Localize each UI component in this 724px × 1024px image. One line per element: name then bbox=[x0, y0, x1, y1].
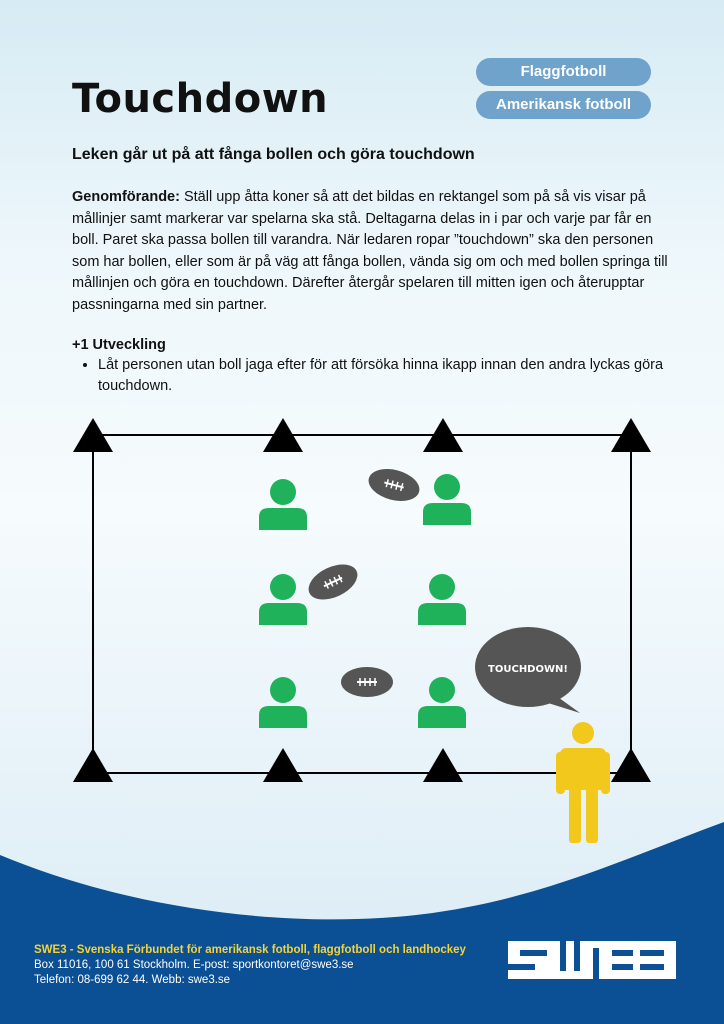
footer-text: SWE3 - Svenska Förbundet för amerikansk … bbox=[34, 943, 466, 988]
players bbox=[259, 474, 471, 728]
footballs bbox=[308, 469, 420, 697]
cone-icon bbox=[423, 418, 463, 452]
swe3-logo bbox=[508, 941, 676, 979]
football-icon bbox=[341, 667, 393, 697]
speech-text: TOUCHDOWN! bbox=[488, 664, 568, 675]
football-icon bbox=[368, 469, 420, 501]
player-icon bbox=[259, 574, 307, 625]
development-list: Låt personen utan boll jaga efter för at… bbox=[72, 355, 672, 397]
cone-icon bbox=[611, 418, 651, 452]
development-heading: +1 Utveckling bbox=[72, 337, 166, 353]
page-title: Touchdown bbox=[72, 76, 329, 122]
list-item: Låt personen utan boll jaga efter för at… bbox=[98, 355, 672, 397]
description: Genomförande: Ställ upp åtta koner så at… bbox=[72, 187, 672, 316]
player-icon bbox=[418, 574, 466, 625]
cone-icon bbox=[263, 748, 303, 782]
cone-icon bbox=[73, 748, 113, 782]
footer-wave bbox=[0, 822, 724, 1024]
player-icon bbox=[423, 474, 471, 525]
field-rectangle bbox=[92, 434, 632, 774]
player-icon bbox=[259, 677, 307, 728]
description-text: Ställ upp åtta koner så att det bildas e… bbox=[72, 189, 668, 313]
football-icon bbox=[308, 564, 358, 600]
leader-figure bbox=[556, 722, 610, 843]
cone-icon bbox=[263, 418, 303, 452]
cones bbox=[73, 418, 651, 782]
player-icon bbox=[259, 479, 307, 530]
speech-bubble: TOUCHDOWN! bbox=[475, 627, 581, 713]
cone-icon bbox=[611, 748, 651, 782]
footer-org: SWE3 - Svenska Förbundet för amerikansk … bbox=[34, 944, 466, 956]
content: Genomförande: Ställ upp åtta koner så at… bbox=[72, 187, 672, 397]
subtitle: Leken går ut på att fånga bollen och gör… bbox=[72, 146, 475, 163]
footer-address: Box 11016, 100 61 Stockholm. E-post: spo… bbox=[34, 959, 354, 971]
footer-contact: Telefon: 08-699 62 44. Webb: swe3.se bbox=[34, 974, 231, 986]
cone-icon bbox=[73, 418, 113, 452]
tag-amerikansk-fotboll: Amerikansk fotboll bbox=[476, 91, 651, 119]
player-icon bbox=[418, 677, 466, 728]
cone-icon bbox=[423, 748, 463, 782]
tag-flaggfotboll: Flaggfotboll bbox=[476, 58, 651, 86]
description-label: Genomförande: bbox=[72, 189, 180, 205]
